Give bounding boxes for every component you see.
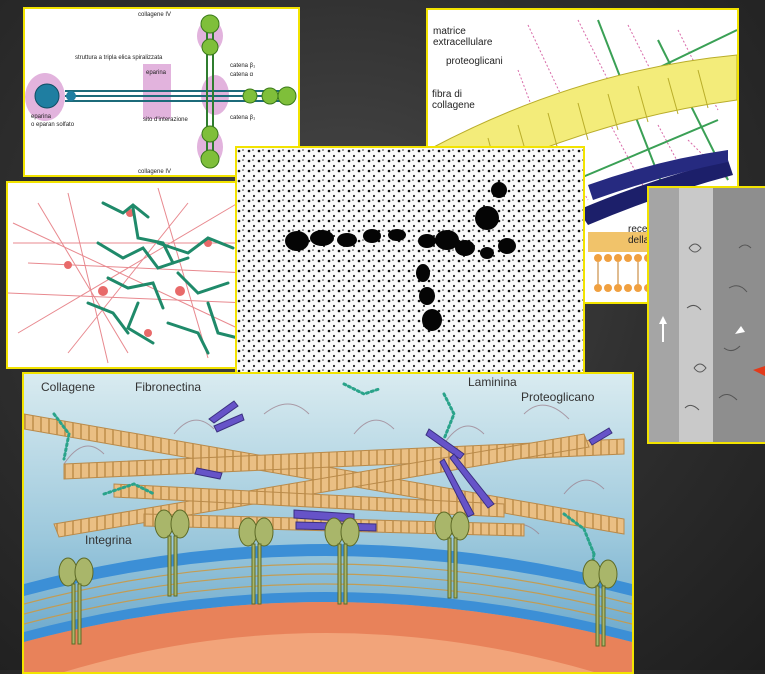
label-matrice: matrice [433,27,466,38]
laminin-network-illustration [8,183,259,367]
laminin-electron-micrograph [237,148,583,372]
label-integrina: Integrina [85,534,132,547]
label-fibra-di: fibra di [432,90,462,101]
label-eparan-solfato: o eparan solfato [31,122,74,128]
laminin-network-panel [6,181,261,369]
label-proteoglicano: Proteoglicano [521,391,594,404]
label-collagene-iv-bottom: collagene IV [138,169,171,175]
label-proteoglicani: proteoglicani [446,57,503,68]
label-eparina-left: eparina [31,114,51,120]
label-struttura-tripla-elica: struttura a tripla elica spiralizzata [75,55,162,61]
label-extracellulare: extracellulare [433,38,492,49]
electron-micrograph-panel [235,146,585,374]
label-catena-alpha: catena α [230,72,253,78]
label-collagene-iv-top: collagene IV [138,12,171,18]
label-collagene: Collagene [41,381,95,394]
label-fibronectina: Fibronectina [135,381,201,394]
label-collagene-fibra: collagene [432,101,475,112]
label-laminina: Laminina [468,376,517,389]
extracellular-matrix-illustration [24,374,632,672]
label-catena-b1-top: catena β₁ [230,63,255,69]
label-catena-b1-bottom: catena β₁ [230,115,255,121]
cell-micrograph-panel [647,186,765,444]
phase-contrast-micrograph [649,188,765,442]
label-sito-interazione: sito d'interazione [143,117,188,123]
extracellular-matrix-panel: Collagene Fibronectina Laminina Proteogl… [22,372,634,674]
label-eparina-center: eparina [146,70,166,76]
